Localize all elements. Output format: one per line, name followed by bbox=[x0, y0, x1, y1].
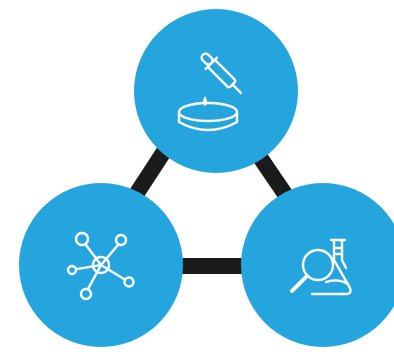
molecule-network-icon bbox=[66, 231, 135, 301]
dropper-petri-dish-icon bbox=[177, 52, 243, 132]
connector-top-left bbox=[128, 145, 172, 201]
node-top-circle bbox=[134, 9, 298, 173]
node-left bbox=[19, 183, 183, 347]
node-right-circle bbox=[241, 183, 394, 347]
node-right bbox=[241, 183, 394, 347]
magnifier-flask-icon bbox=[290, 238, 352, 296]
node-top bbox=[134, 9, 298, 173]
